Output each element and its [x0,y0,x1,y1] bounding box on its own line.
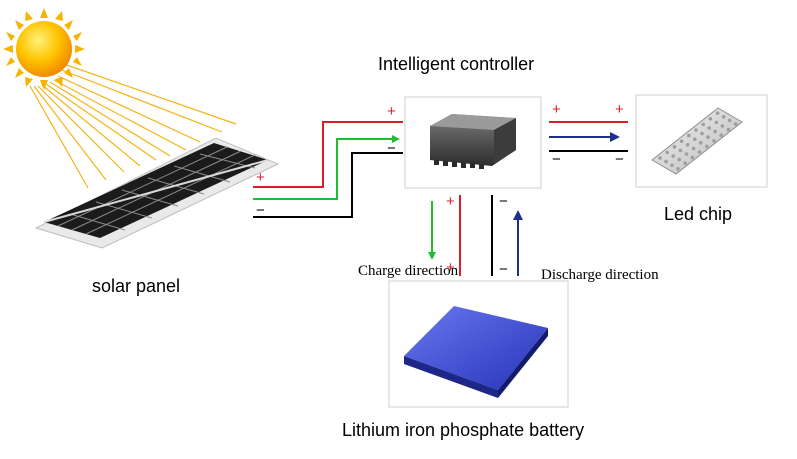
sun-icon [3,8,85,90]
led-dot [715,111,720,115]
led-dot [726,127,731,132]
led-dot [697,150,702,154]
led-minus-left-sign: − [552,151,561,168]
led-dot [687,133,691,138]
solar-panel-icon [34,137,280,249]
battery-icon [404,306,548,398]
led-dot [683,161,687,165]
led-dot [721,115,726,119]
led-dot [733,122,738,126]
led-dot [665,150,669,155]
led-dot [707,126,711,130]
battery-top-minus-sign: − [499,193,508,210]
led-dot [676,167,680,171]
led-dot [708,117,713,121]
led-dot [694,128,698,132]
panel-to-controller-wires [253,121,403,218]
controller-device-icon [430,114,516,169]
led-dot [671,154,675,158]
led-dot [672,145,677,149]
discharge-direction-label: Discharge direction [541,267,659,283]
panel-minus-sign: − [256,202,265,219]
sun-rays [29,63,237,189]
led-dot [678,148,683,153]
led-dot [670,163,674,167]
led-dot [720,124,725,128]
controller-in-plus-sign: + [387,103,396,120]
led-plus-left-sign: + [552,101,561,118]
solar-panel-label: solar panel [92,276,181,296]
led-dot [713,129,717,134]
controller-label: Intelligent controller [378,54,535,74]
led-dot [684,152,689,156]
led-dot [691,146,696,151]
charge-direction-label: Charge direction [358,263,459,279]
led-dot [706,135,710,139]
led-dot [705,144,709,149]
controller-battery-wires [428,195,523,276]
led-dot [700,131,704,136]
led-dot [664,159,668,164]
battery-label: Lithium iron phosphate battery [342,420,585,440]
led-label: Led chip [664,204,733,224]
led-dot [685,143,690,147]
led-dot [719,133,723,137]
controller-in-minus-sign: − [387,140,396,157]
led-dot [693,137,697,141]
led-dot [690,155,695,160]
led-dot [677,157,681,162]
led-plus-right-sign: + [615,101,624,118]
battery-bottom-plus-sign: + [446,259,455,276]
led-dot [727,118,732,123]
led-dot [679,139,684,143]
led-dot [699,141,703,145]
controller-to-led-wires [549,121,628,152]
led-minus-right-sign: − [615,151,624,168]
panel-plus-sign: + [256,169,265,186]
led-dot [714,120,719,125]
led-dot [658,156,662,160]
led-dot [712,139,716,143]
battery-bottom-minus-sign: − [499,261,508,278]
led-dot [701,122,705,127]
led-chip-icon [651,107,743,175]
battery-top-plus-sign: + [446,193,455,210]
